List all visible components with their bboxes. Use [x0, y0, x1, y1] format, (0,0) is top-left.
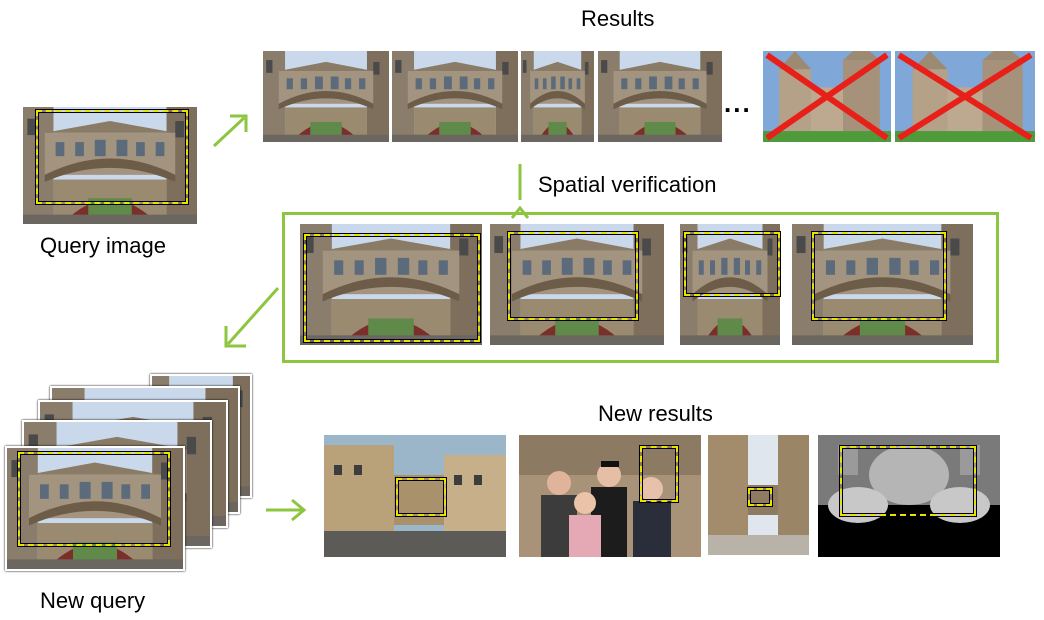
query-bounding-box [36, 110, 188, 204]
query-image-label: Query image [40, 233, 166, 259]
verified-bbox-1 [304, 234, 480, 342]
result-image-4 [598, 51, 722, 142]
verified-bbox-3 [684, 232, 780, 296]
rejected-cross-icon [895, 51, 1035, 142]
new-result-bbox-1 [396, 478, 446, 516]
new-result-bbox-2 [640, 446, 678, 502]
results-heading: Results [581, 6, 654, 32]
arrow-query-to-results-icon [208, 108, 252, 152]
arrow-verified-to-new-query-icon [220, 282, 284, 352]
spatial-verification-label: Spatial verification [538, 172, 717, 198]
rejected-cross-icon [763, 51, 891, 142]
verified-bbox-2 [508, 232, 638, 320]
new-results-heading: New results [598, 401, 713, 427]
result-image-1 [263, 51, 389, 142]
new-query-label: New query [40, 588, 145, 614]
result-image-2 [392, 51, 518, 142]
new-result-bbox-4 [840, 446, 976, 516]
arrow-new-query-to-new-results-icon [262, 496, 310, 524]
verified-bbox-4 [812, 232, 946, 320]
result-image-3 [521, 51, 594, 142]
new-query-bounding-box [18, 452, 170, 546]
results-ellipsis: ... [724, 88, 752, 119]
new-result-bbox-3 [748, 488, 772, 506]
